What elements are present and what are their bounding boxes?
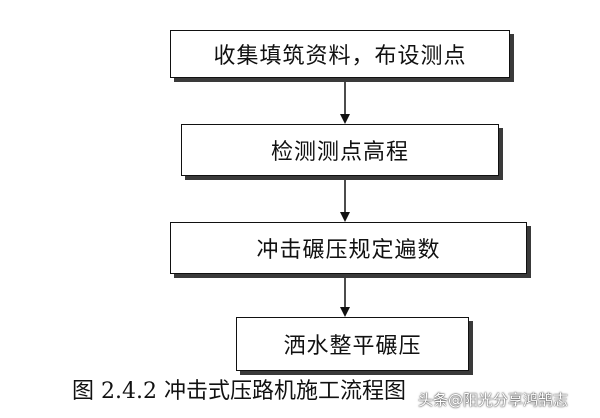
watermark: 头条@阳光分享鸿鹄志 [418,391,569,409]
flow-step-label: 冲击碾压规定遍数 [256,238,441,263]
flow-step-collect-data: 收集填筑资料，布设测点 [170,30,510,78]
flow-step-label: 检测测点高程 [270,140,409,165]
flow-step-water-level-roll: 洒水整平碾压 [236,317,469,371]
flow-step-label: 洒水整平碾压 [283,334,422,359]
flow-step-measure-elevation: 检测测点高程 [181,124,499,176]
figure-caption: 图 2.4.2 冲击式压路机施工流程图 [72,379,406,404]
flow-step-impact-rolling: 冲击碾压规定遍数 [170,222,527,274]
flow-step-label: 收集填筑资料，布设测点 [213,44,467,69]
